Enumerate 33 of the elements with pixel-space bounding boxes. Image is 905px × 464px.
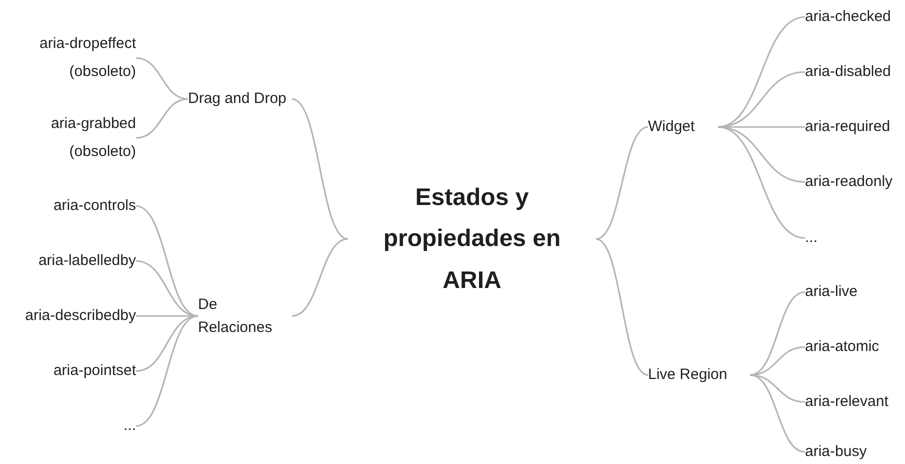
- connector-line: [596, 126, 648, 240]
- branch-topic: Widget: [648, 117, 695, 138]
- connector-line: [718, 126, 805, 128]
- leaf-topic: aria-disabled: [805, 62, 891, 82]
- leaf-topic: aria-live: [805, 282, 858, 302]
- connector-line: [750, 374, 806, 403]
- leaf-topic: aria-labelledby: [38, 250, 136, 271]
- leaf-topic: aria-readonly: [805, 172, 893, 192]
- leaf-topic: ...: [805, 228, 818, 248]
- leaf-topic: aria-describedby: [25, 306, 136, 326]
- leaf-topic: ...: [123, 416, 136, 436]
- branch-topic: Drag and Drop: [188, 89, 286, 110]
- leaf-topic: aria-required: [805, 116, 890, 137]
- connector-line: [750, 374, 806, 453]
- branch-topic: Live Region: [648, 365, 728, 386]
- connector-line: [718, 126, 806, 239]
- central-topic: Estados y propiedades en ARIA: [382, 183, 562, 296]
- connector-line: [750, 346, 806, 376]
- leaf-topic: aria-checked: [805, 6, 891, 27]
- connector-line: [136, 315, 198, 427]
- connector-line: [292, 238, 348, 317]
- leaf-topic: aria-controls: [53, 196, 136, 216]
- leaf-topic: aria-pointset: [53, 360, 136, 381]
- leaf-topic: aria-busy: [805, 442, 867, 462]
- leaf-topic: aria-grabbed (obsoleto): [50, 114, 136, 162]
- branch-topic: De Relaciones: [198, 294, 274, 338]
- leaf-topic: aria-dropeffect (obsoleto): [38, 34, 136, 82]
- connector-line: [136, 98, 188, 139]
- leaf-topic: aria-relevant: [805, 392, 888, 412]
- connector-line: [292, 98, 348, 240]
- leaf-topic: aria-atomic: [805, 336, 880, 357]
- connector-line: [596, 238, 648, 376]
- connector-line: [136, 57, 188, 100]
